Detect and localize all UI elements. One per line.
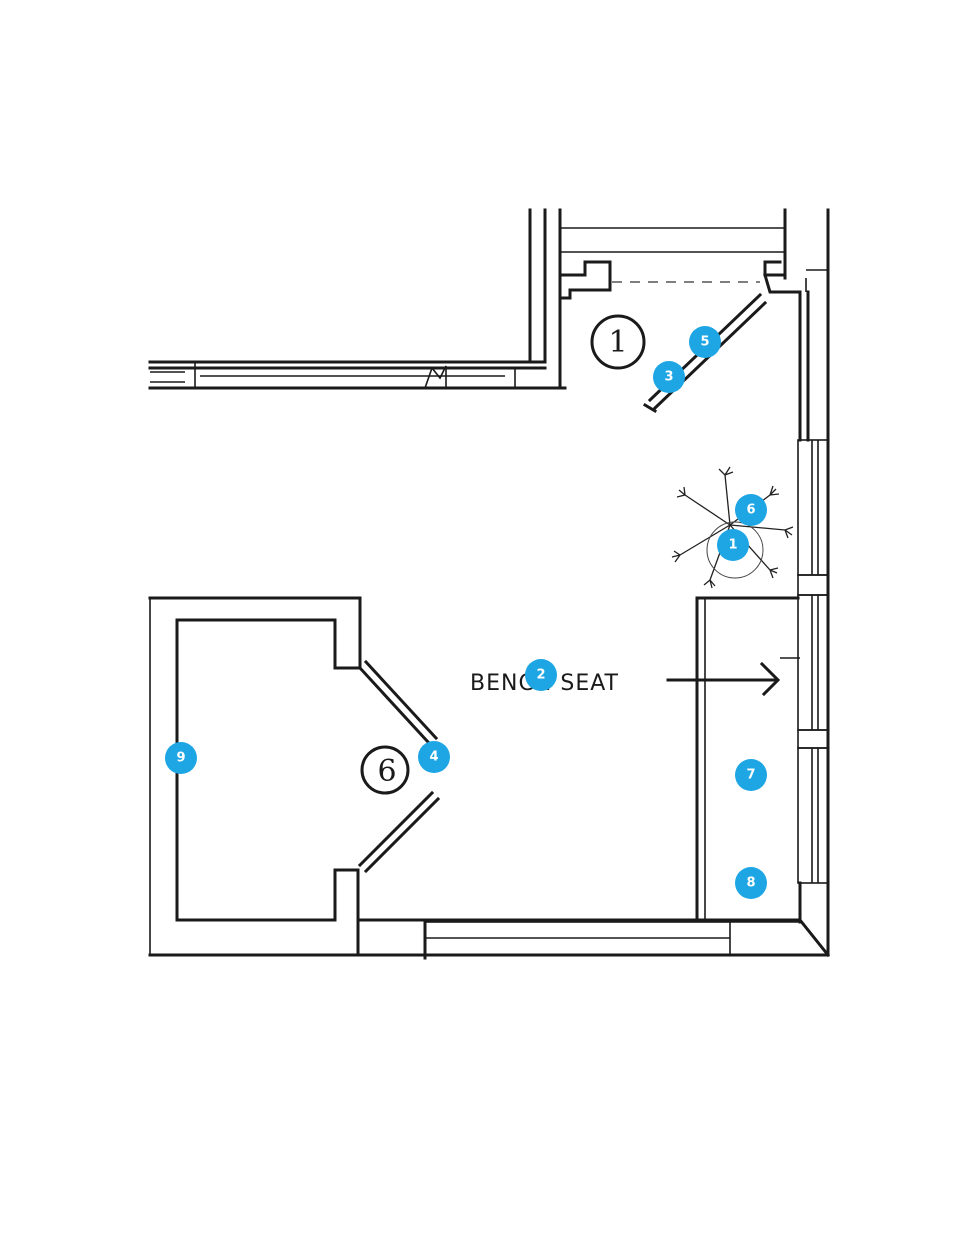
marker-1[interactable]: 1 <box>717 529 749 561</box>
svg-text:8: 8 <box>746 876 755 891</box>
right-windows <box>780 439 829 924</box>
room-tag-6: 6 <box>360 745 410 795</box>
bench-seat <box>695 596 800 922</box>
svg-text:6: 6 <box>377 754 396 789</box>
marker-4[interactable]: 4 <box>418 741 450 773</box>
marker-2[interactable]: 2 <box>525 659 557 691</box>
marker-3[interactable]: 3 <box>653 361 685 393</box>
marker-9[interactable]: 9 <box>165 742 197 774</box>
svg-text:1: 1 <box>728 538 737 553</box>
svg-text:7: 7 <box>746 768 755 783</box>
room-tag-1: 1 <box>590 314 646 370</box>
svg-text:2: 2 <box>536 668 545 683</box>
marker-5[interactable]: 5 <box>689 326 721 358</box>
upper-corridor-walls <box>148 208 567 390</box>
svg-text:1: 1 <box>608 325 627 360</box>
bench-arrow <box>666 661 781 697</box>
svg-text:9: 9 <box>176 751 185 766</box>
plant-icon <box>671 466 794 589</box>
left-room <box>148 596 362 957</box>
marker-7[interactable]: 7 <box>735 759 767 791</box>
svg-text:3: 3 <box>664 370 673 385</box>
marker-8[interactable]: 8 <box>735 867 767 899</box>
bottom-wall <box>148 917 831 960</box>
svg-text:4: 4 <box>429 750 438 765</box>
diagonal-doors-left <box>357 659 441 874</box>
svg-text:6: 6 <box>746 503 755 518</box>
svg-text:5: 5 <box>700 335 709 350</box>
marker-6[interactable]: 6 <box>735 494 767 526</box>
